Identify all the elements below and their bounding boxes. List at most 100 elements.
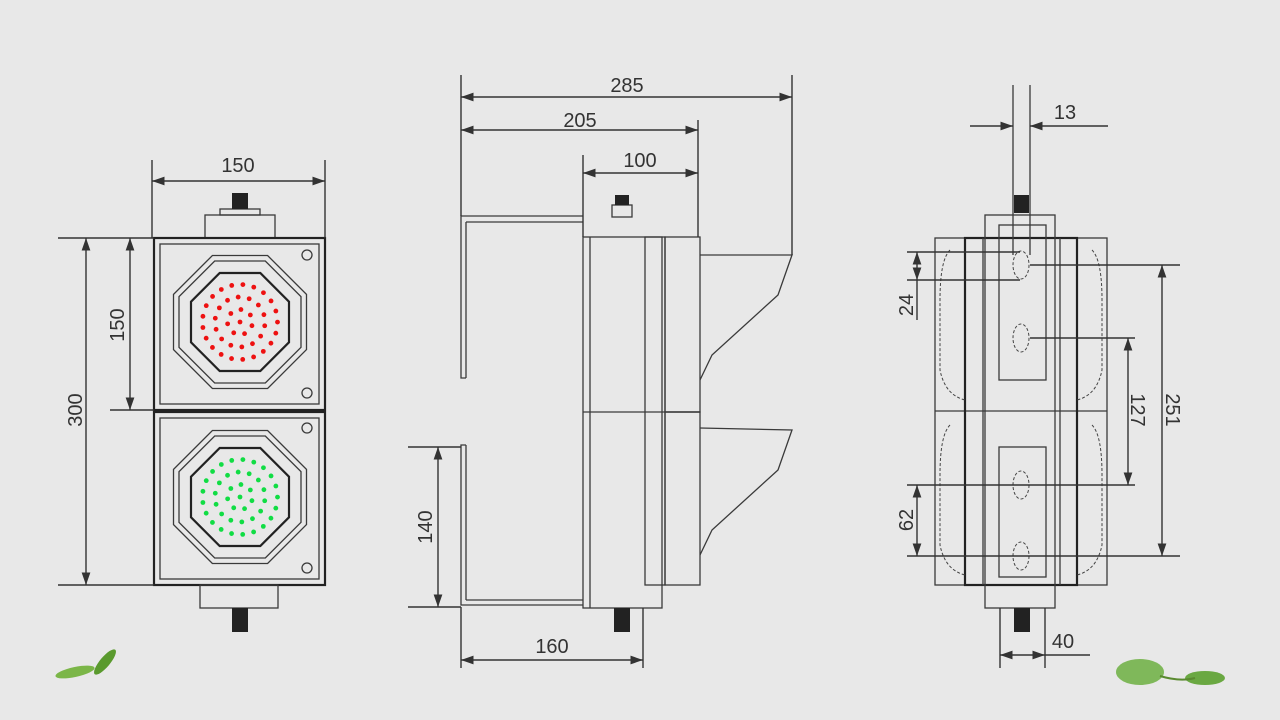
led-dot — [218, 527, 224, 532]
led-dot — [212, 490, 218, 496]
mounting-slot — [1012, 323, 1030, 353]
led-dot — [246, 296, 252, 302]
dim-slot-spacing-middle: 127 — [1126, 393, 1148, 426]
led-dot — [228, 517, 234, 523]
led-dot — [260, 523, 266, 529]
leaf-decoration-right — [1116, 659, 1225, 685]
led-dot — [246, 471, 252, 477]
led-dot — [212, 315, 218, 321]
led-dot — [262, 498, 268, 504]
dim-plate-width: 40 — [1052, 631, 1074, 653]
led-dot — [231, 505, 237, 511]
led-dot — [231, 330, 237, 336]
lens-outline — [172, 254, 308, 390]
led-dot — [200, 313, 206, 319]
screw-icon — [301, 562, 313, 574]
dim-slot-length: 24 — [896, 294, 918, 316]
led-dot — [258, 333, 264, 339]
led-dot — [268, 340, 274, 346]
led-dot — [218, 462, 224, 467]
dim-slot-span: 251 — [1161, 393, 1183, 426]
dim-bracket-bottom: 160 — [535, 636, 568, 658]
led-dot — [219, 336, 225, 342]
led-dot — [247, 312, 253, 318]
led-dot — [210, 345, 215, 350]
led-dot — [273, 505, 279, 511]
led-dot — [261, 290, 266, 296]
led-dot — [218, 287, 224, 292]
led-dot — [260, 348, 266, 354]
led-dot — [249, 323, 255, 329]
screw-icon — [301, 387, 313, 399]
led-dot — [250, 341, 255, 347]
screw-icon — [301, 249, 313, 261]
green-signal-lens — [172, 429, 308, 565]
led-dot — [225, 297, 230, 303]
led-dot — [213, 326, 219, 332]
led-dot — [237, 319, 243, 325]
led-dot — [218, 352, 224, 357]
led-dot — [210, 294, 215, 299]
dim-front-width: 150 — [221, 155, 254, 177]
led-dot — [240, 282, 246, 288]
led-dot — [261, 487, 267, 493]
lens-outline — [178, 260, 302, 384]
led-dot — [240, 457, 246, 463]
led-dot — [261, 465, 266, 471]
led-dot — [225, 496, 231, 502]
led-dot — [225, 321, 231, 327]
dim-rod-width: 13 — [1054, 102, 1076, 124]
led-dot — [275, 319, 280, 325]
mounting-slot — [1012, 250, 1030, 280]
dim-slot-spacing-bottom: 62 — [896, 509, 918, 531]
dim-total-depth: 285 — [610, 75, 643, 97]
led-dot — [229, 283, 235, 288]
dim-bracket-height: 140 — [415, 510, 437, 543]
led-dot — [203, 303, 209, 309]
led-dot — [250, 516, 255, 522]
led-dot — [228, 342, 234, 348]
lens-outline — [178, 435, 302, 559]
red-signal-lens — [172, 254, 308, 390]
led-dot — [249, 498, 255, 504]
led-dot — [210, 469, 215, 474]
led-dot — [200, 325, 206, 330]
led-dot — [251, 354, 257, 360]
led-dot — [251, 284, 257, 290]
led-dot — [242, 506, 247, 512]
led-dot — [239, 519, 245, 525]
dim-bracket-depth: 205 — [563, 110, 596, 132]
led-dot — [228, 486, 234, 491]
led-dot — [229, 531, 234, 536]
led-dot — [251, 459, 257, 465]
rear-view: 13 24 62 127 251 40 — [896, 85, 1183, 668]
led-dot — [268, 515, 274, 521]
led-dot — [261, 312, 267, 318]
led-dot — [203, 335, 209, 341]
led-dot — [200, 488, 206, 494]
led-dot — [203, 478, 209, 484]
led-dot — [273, 330, 279, 336]
led-dot — [268, 473, 274, 479]
led-dot — [255, 302, 261, 308]
led-dot — [238, 482, 244, 487]
lens-outline — [189, 271, 291, 373]
led-dot — [251, 529, 257, 535]
led-dot — [273, 483, 279, 489]
lens-outline — [189, 446, 291, 548]
led-dot — [203, 510, 209, 516]
led-dot — [225, 472, 230, 478]
led-dot — [238, 307, 244, 312]
led-dot — [210, 520, 215, 525]
led-dot — [258, 508, 264, 514]
front-view: 150 300 150 — [58, 155, 327, 632]
led-dot — [200, 500, 206, 505]
led-dot — [240, 357, 246, 362]
led-dot — [213, 501, 219, 507]
leaf-decoration-left — [55, 649, 116, 679]
led-dot — [237, 494, 243, 500]
screw-icon — [301, 422, 313, 434]
led-dot — [229, 356, 234, 361]
led-dot — [268, 298, 274, 304]
led-dot — [255, 477, 261, 483]
